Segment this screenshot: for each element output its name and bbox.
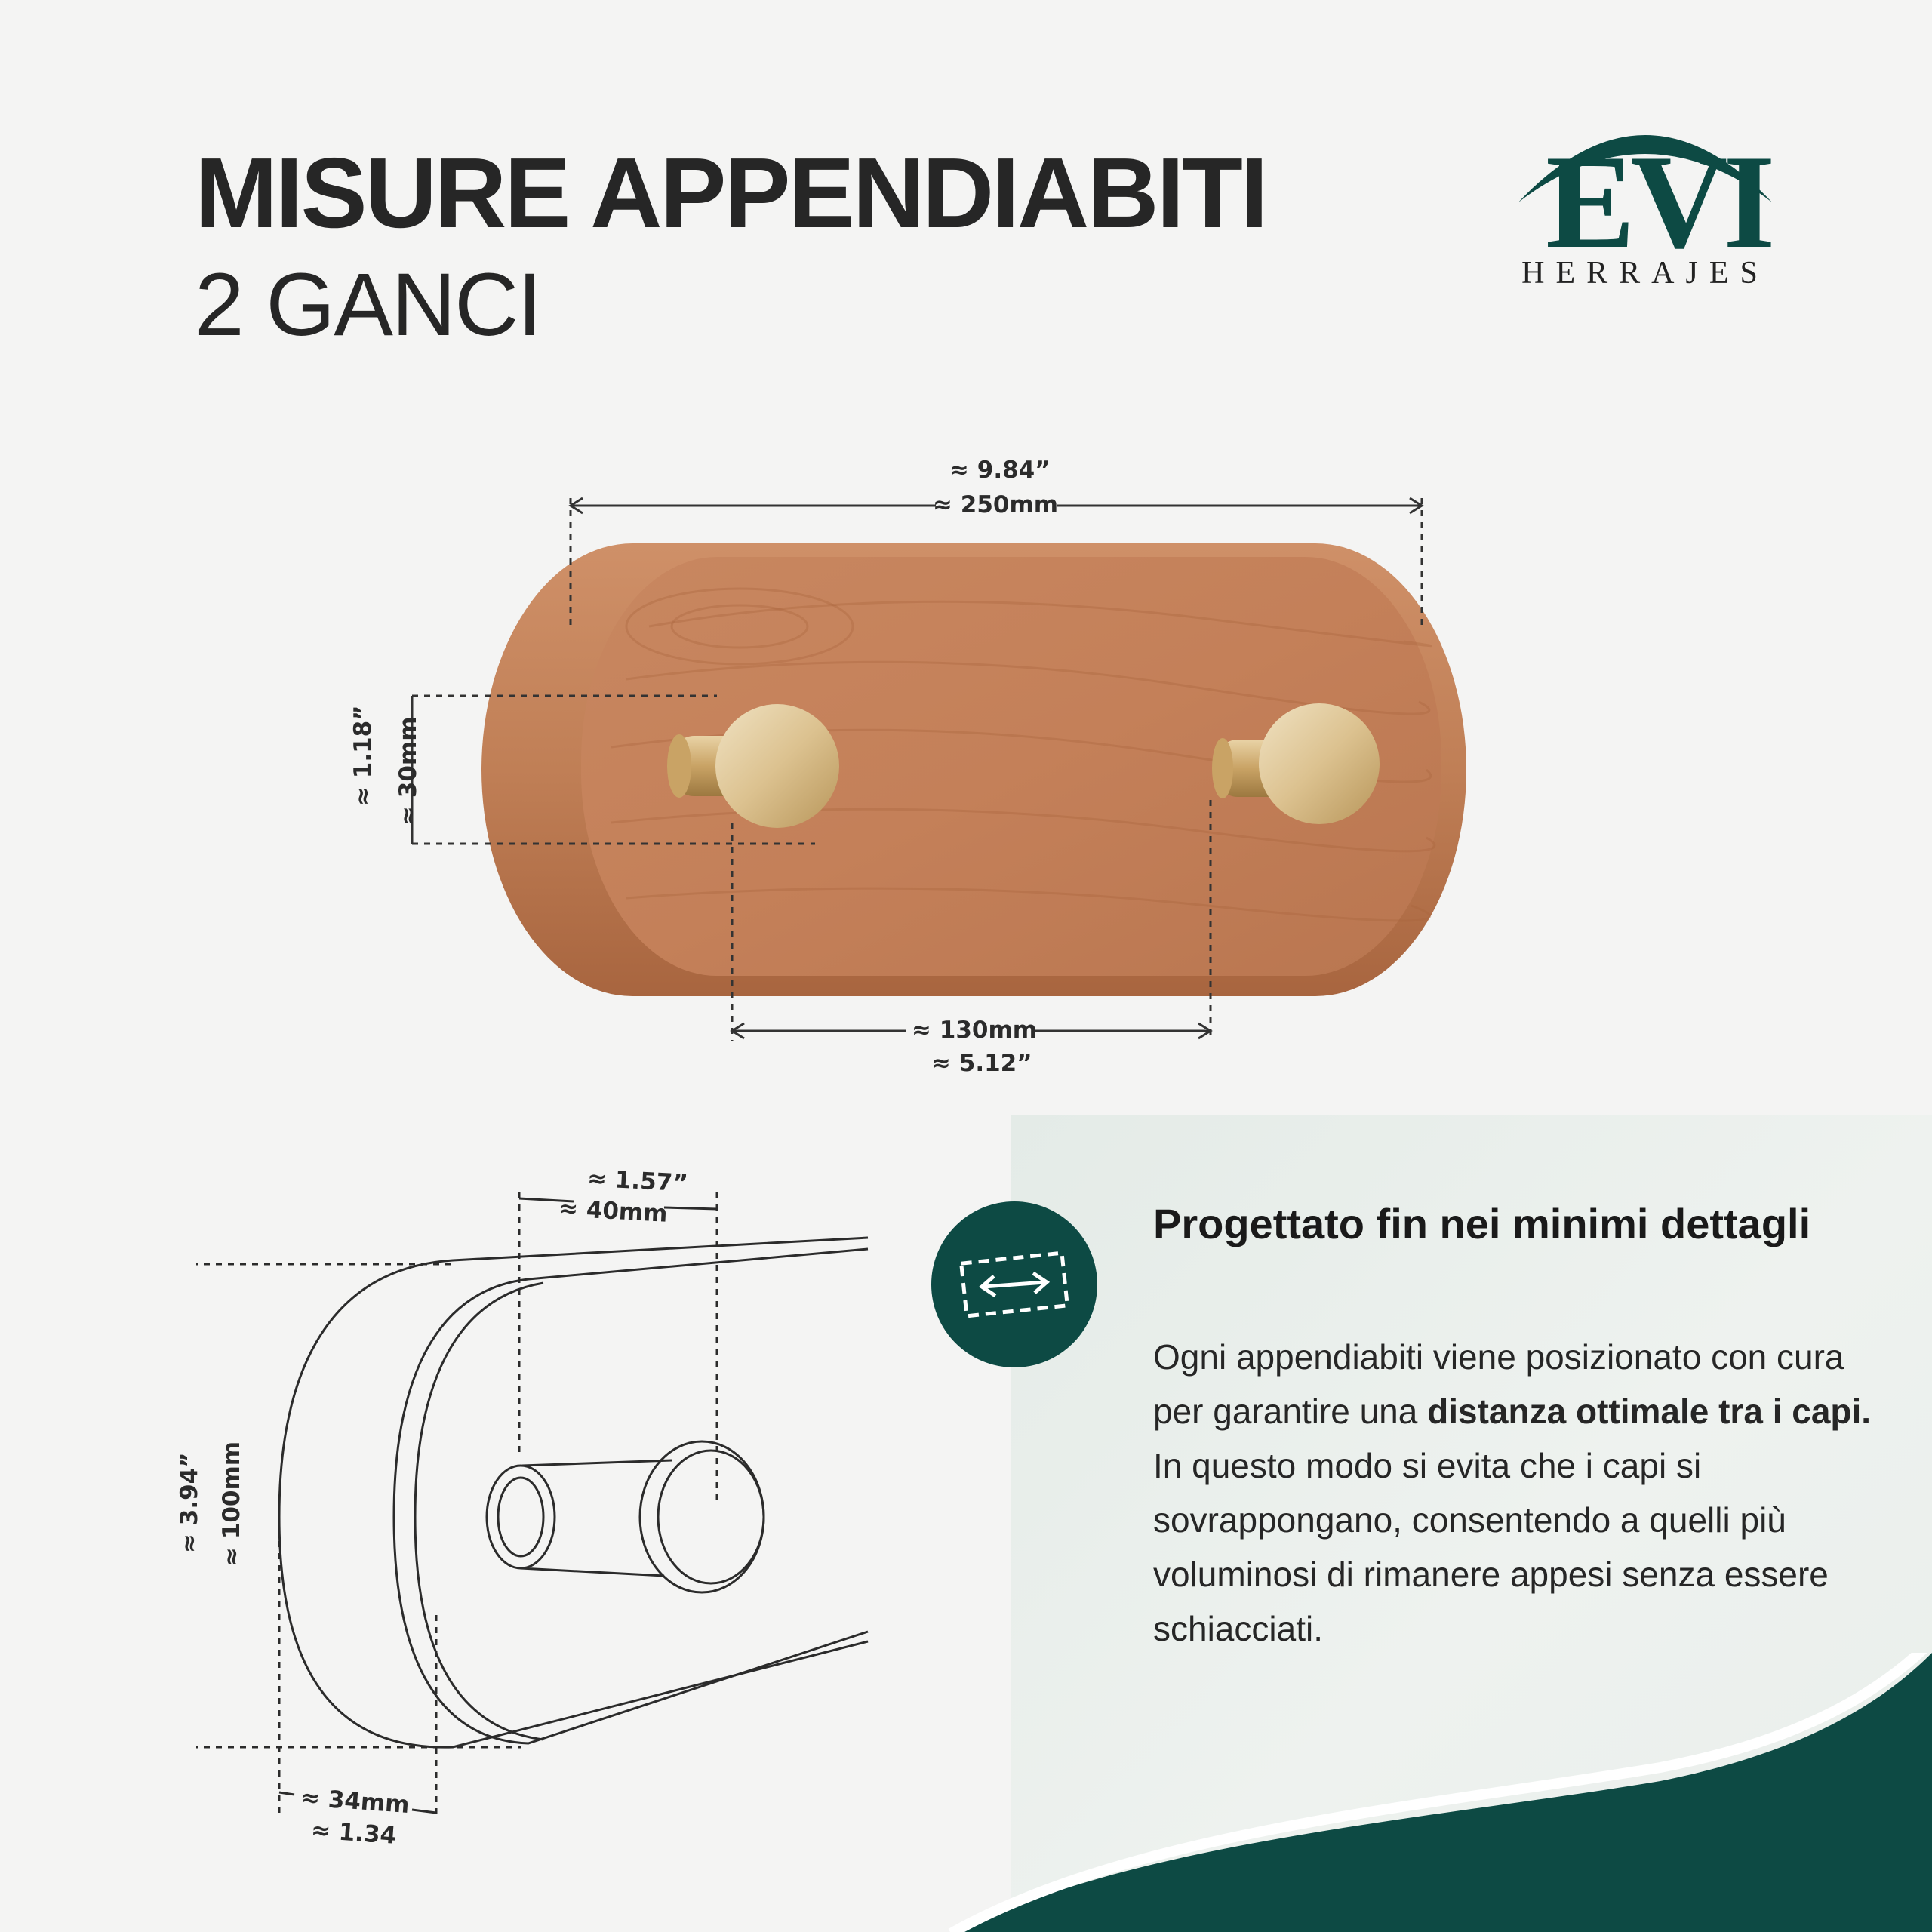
dim-hook-height-mm: ≈ 30mm (395, 716, 422, 826)
logo-mark: EVI (1546, 127, 1776, 276)
info-p1-text: Ogni appendiabiti viene posizionato con … (1153, 1337, 1844, 1431)
wood-board-inner (581, 557, 1441, 976)
decorative-wave (948, 1653, 1932, 1932)
dim-side-height-mm: ≈ 100mm (218, 1441, 245, 1567)
product-illustration (481, 543, 1466, 996)
hook-left-base (667, 734, 691, 798)
dim-side-height-in: ≈ 3.94” (176, 1452, 203, 1553)
brand-logo: EVI HERRAJES (1509, 98, 1781, 294)
page-subtitle: 2 GANCI (195, 255, 542, 355)
measure-arrows-icon (931, 1201, 1097, 1367)
dim-hook-spacing-in: ≈ 5.12” (931, 1050, 1032, 1077)
dim-hook-height-in: ≈ 1.18” (349, 705, 377, 806)
hook-left (667, 704, 839, 828)
info-paragraph-1: Ogni appendiabiti viene posizionato con … (1153, 1330, 1878, 1438)
info-heading: Progettato fin nei minimi dettagli (1153, 1200, 1811, 1247)
info-p1-bold: distanza ottimale tra i capi. (1427, 1392, 1872, 1431)
dimension-lines-top (411, 497, 1424, 1041)
info-body: Ogni appendiabiti viene posizionato con … (1153, 1330, 1878, 1656)
hook-left-head (715, 704, 839, 828)
dim-side-hook-mm: ≈ 40mm (558, 1195, 669, 1228)
dim-side-hook-in: ≈ 1.57” (586, 1164, 689, 1198)
hook-right (1212, 703, 1380, 824)
dim-hook-spacing-mm: ≈ 130mm (912, 1017, 1038, 1044)
info-paragraph-2: In questo modo si evita che i capi si so… (1153, 1446, 1829, 1648)
dim-side-depth-in: ≈ 1.34 (309, 1817, 398, 1850)
hook-right-head (1259, 703, 1380, 824)
dim-total-length-mm: ≈ 250mm (933, 491, 1059, 518)
page-title: MISURE APPENDIABITI (195, 137, 1269, 248)
side-view-drawing (196, 1192, 869, 1819)
measure-arrows-glyph (958, 1251, 1070, 1318)
dim-total-length-in: ≈ 9.84” (949, 457, 1051, 484)
logo-arc (1518, 135, 1772, 202)
logo-wordmark: HERRAJES (1521, 256, 1769, 291)
hook-right-base (1212, 738, 1233, 798)
